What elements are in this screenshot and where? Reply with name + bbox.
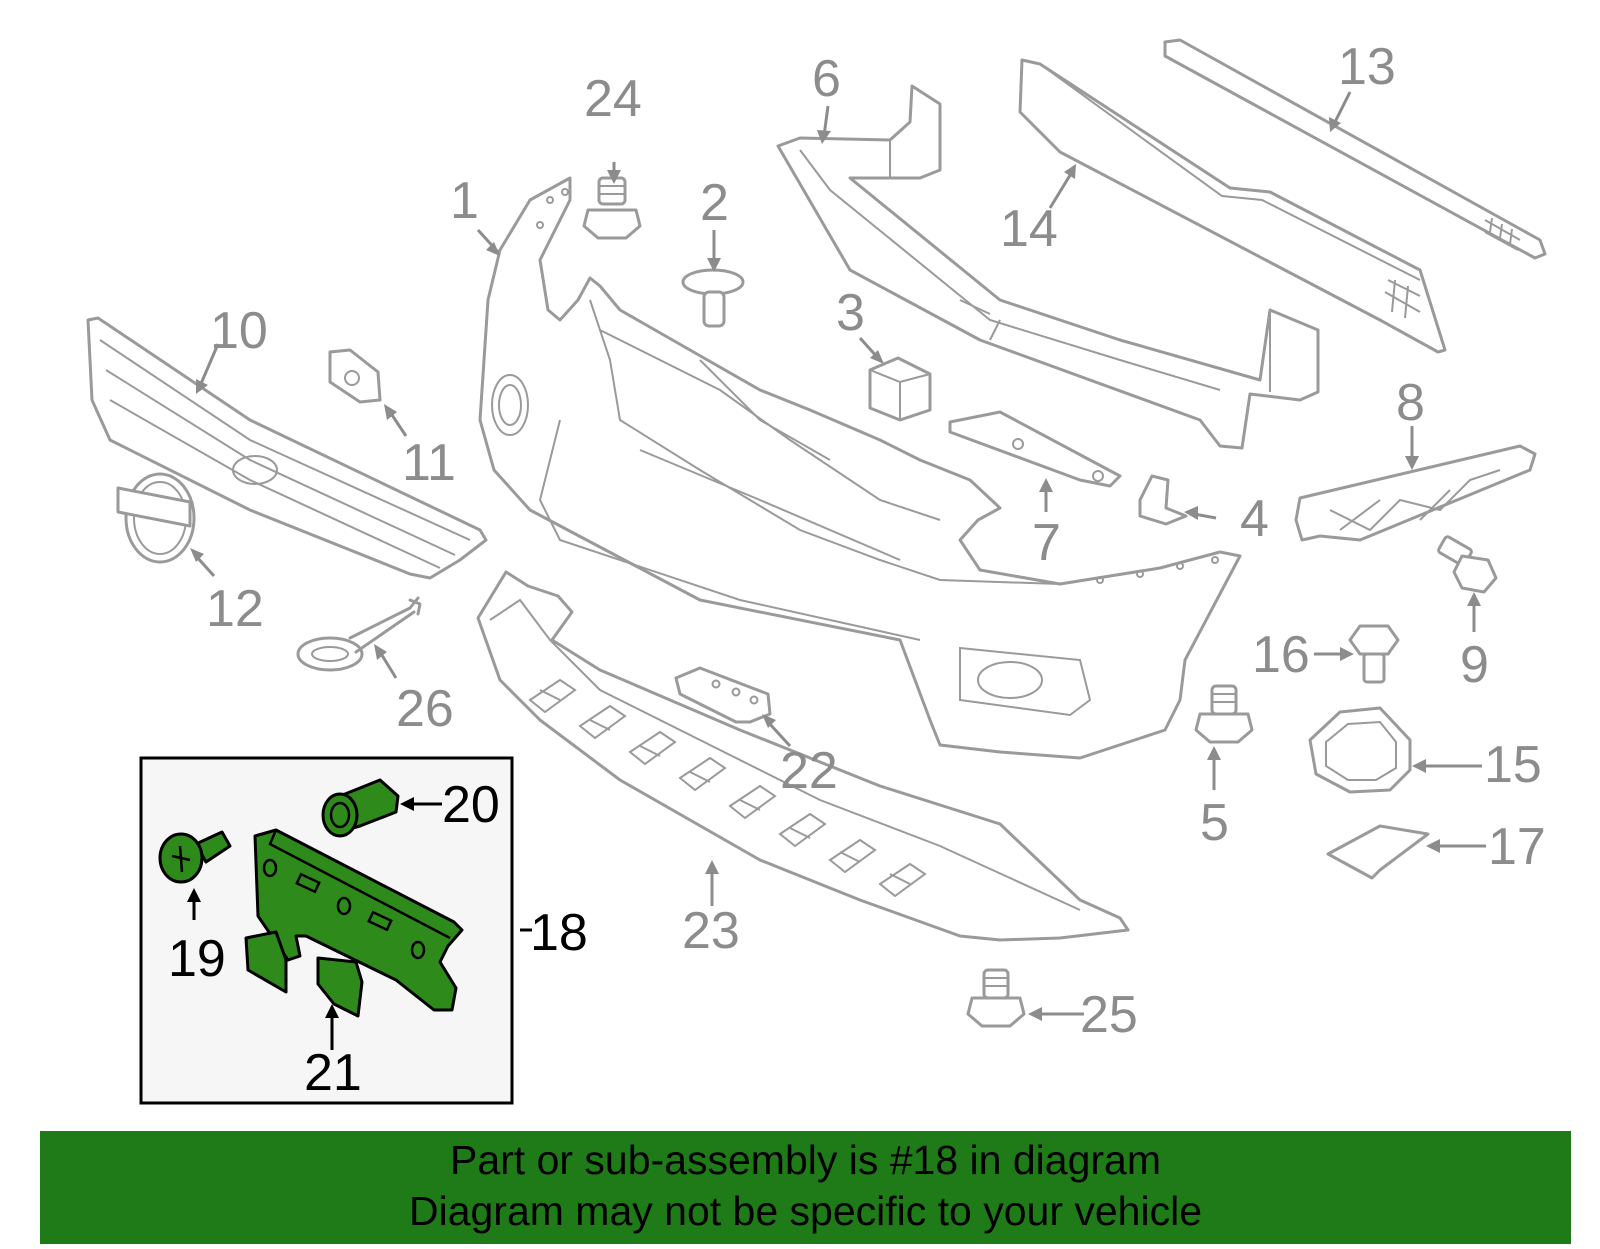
callout-6[interactable]: 6	[812, 50, 841, 108]
part-5-bolt[interactable]	[1194, 684, 1254, 744]
callout-3[interactable]: 3	[836, 284, 865, 342]
part-17-pad[interactable]	[1326, 824, 1430, 880]
callout-25[interactable]: 25	[1080, 986, 1138, 1044]
subassembly-18-box[interactable]	[139, 756, 514, 1105]
banner-line-1: Part or sub-assembly is #18 in diagram	[450, 1137, 1161, 1183]
callout-24[interactable]: 24	[584, 70, 642, 128]
callout-5[interactable]: 5	[1200, 794, 1229, 852]
part-23-under-cover[interactable]	[476, 570, 1130, 942]
callout-19[interactable]: 19	[168, 930, 226, 988]
part-16-bolt[interactable]	[1348, 624, 1400, 684]
leader-lines	[187, 91, 1486, 1050]
part-14-energy-absorber[interactable]	[1018, 58, 1447, 354]
part-22-bracket[interactable]	[674, 666, 772, 724]
part-9-bolt[interactable]	[1437, 535, 1498, 594]
part-19-bolt[interactable]	[158, 830, 232, 884]
part-24-bolt[interactable]	[582, 176, 642, 240]
callout-20[interactable]: 20	[442, 776, 500, 834]
callout-1[interactable]: 1	[450, 172, 479, 230]
callout-12[interactable]: 12	[206, 580, 264, 638]
callout-18[interactable]: 18	[530, 904, 588, 962]
part-18-bracket	[253, 828, 464, 1012]
callout-8[interactable]: 8	[1396, 374, 1425, 432]
part-11-bracket[interactable]	[328, 348, 382, 404]
callout-4[interactable]: 4	[1240, 490, 1269, 548]
callout-7[interactable]: 7	[1032, 514, 1061, 572]
callout-13[interactable]: 13	[1338, 38, 1396, 96]
callout-26[interactable]: 26	[396, 680, 454, 738]
part-10-grille[interactable]	[86, 316, 488, 580]
info-banner: Part or sub-assembly is #18 in diagram D…	[40, 1131, 1571, 1244]
callout-15[interactable]: 15	[1484, 736, 1542, 794]
part-2-push-clip[interactable]	[681, 268, 745, 328]
callout-14[interactable]: 14	[1000, 200, 1058, 258]
callout-23[interactable]: 23	[682, 902, 740, 960]
part-1-bumper-cover[interactable]	[478, 176, 1242, 760]
part-21-pads[interactable]	[244, 930, 364, 1018]
callout-22[interactable]: 22	[780, 742, 838, 800]
part-26-tow-hook[interactable]	[296, 596, 422, 672]
part-7-bracket[interactable]	[948, 410, 1122, 488]
callout-16[interactable]: 16	[1252, 626, 1310, 684]
callout-10[interactable]: 10	[210, 302, 268, 360]
part-8-side-bracket[interactable]	[1294, 444, 1537, 542]
callout-17[interactable]: 17	[1488, 818, 1546, 876]
callout-9[interactable]: 9	[1460, 636, 1489, 694]
callout-labels: 1 2 3 4 5 6 7 8 9 10 11 12 13 14 15 16 1…	[168, 38, 1546, 1102]
part-6-bumper-reinforcement[interactable]	[776, 84, 1320, 450]
part-20-clip[interactable]	[321, 778, 400, 838]
part-15-ring-bracket[interactable]	[1308, 706, 1412, 794]
part-3-block[interactable]	[868, 356, 932, 422]
banner-line-2: Diagram may not be specific to your vehi…	[408, 1188, 1202, 1234]
part-12-emblem[interactable]	[116, 472, 196, 564]
callout-11[interactable]: 11	[402, 434, 456, 492]
callout-2[interactable]: 2	[700, 174, 729, 232]
callout-21[interactable]: 21	[304, 1044, 362, 1102]
part-4-bracket[interactable]	[1138, 474, 1188, 526]
part-13-upper-strip[interactable]	[1163, 38, 1547, 260]
part-25-bolt[interactable]	[966, 968, 1026, 1028]
